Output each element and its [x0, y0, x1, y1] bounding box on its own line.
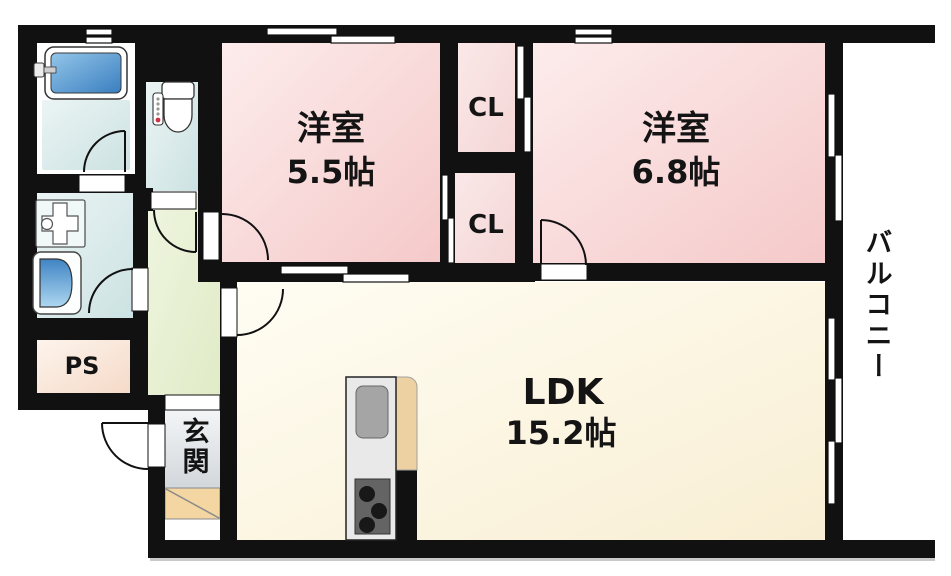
room1-ldk-sliding-door-icon: [342, 273, 410, 283]
room2-small-window-icon: [574, 28, 613, 36]
entrance-step-line: [165, 488, 220, 519]
wall-left: [18, 25, 37, 410]
room2-small-window-icon: [574, 36, 613, 44]
western-room-2-floor: [533, 43, 825, 263]
room2-doorway: [540, 263, 588, 281]
wall-room2-ldk: [533, 263, 825, 281]
ldk-balcony-window-icon: [827, 317, 836, 381]
gas-stove-icon: [354, 478, 391, 535]
closet-upper-sliding-door-icon: [523, 96, 532, 153]
closet-lower-sliding-door-icon: [441, 174, 449, 221]
pipe-space-floor: [37, 340, 130, 393]
closet-upper-sliding-door-icon: [516, 45, 525, 100]
room2-balcony-window-icon: [827, 93, 836, 158]
ldk-doorway: [220, 287, 238, 338]
bathtub-icon: [33, 46, 128, 100]
wall-bottom: [148, 540, 935, 558]
bathroom-doorway: [78, 174, 126, 193]
toilet-icon: [152, 81, 195, 133]
ldk-label: LDK: [523, 372, 605, 413]
door-openings: [78, 174, 588, 468]
closet-lower-floor: [455, 173, 515, 263]
windows: [85, 27, 843, 505]
wall-top: [18, 25, 935, 43]
western-room-1-label: 洋室: [297, 109, 365, 149]
labels: 洋室 5.5帖 洋室 6.8帖 LDK 15.2帖 CL CL PS 玄関 バル…: [65, 93, 892, 477]
entrance-hall-opening: [164, 394, 221, 411]
ldk-floor: [237, 282, 825, 540]
wall-ps-bottom: [18, 393, 148, 410]
entrance-label: 玄関: [178, 416, 209, 477]
wall-above-toilet: [135, 43, 198, 82]
western-room-1-floor: [222, 43, 440, 262]
closet-upper-floor: [458, 43, 515, 155]
western-room-1-size: 5.5帖: [287, 153, 376, 191]
kitchen-sink-icon: [355, 385, 389, 439]
wall-washroom-hall: [133, 193, 148, 340]
room1-window-icon: [266, 27, 338, 36]
washroom-door-icon: [88, 268, 134, 314]
front-door-leaf: [147, 423, 166, 468]
fixtures: [32, 46, 418, 541]
door-swings: [83, 130, 587, 470]
western-room-2-size: 6.8帖: [632, 153, 721, 191]
washroom-doorway: [131, 267, 149, 312]
ldk-balcony-window-icon: [827, 440, 836, 505]
wall-closet-bottom: [440, 263, 535, 282]
closet-lower-label: CL: [468, 210, 504, 240]
toilet-doorway: [150, 191, 197, 210]
room2-door-icon: [540, 219, 587, 266]
ldk-size: 15.2帖: [506, 414, 617, 452]
entrance-floor: [165, 410, 220, 488]
room1-doorway: [202, 211, 220, 261]
kitchen-counter-icon: [345, 376, 418, 541]
bathroom-window-icon: [85, 28, 113, 36]
wall-ps-right: [130, 340, 148, 410]
wall-bath-toilet: [135, 82, 146, 193]
wall-bottom-shadow: [150, 558, 935, 561]
closet-lower-sliding-door-icon: [447, 217, 455, 264]
bathroom-floor: [42, 100, 130, 170]
western-room-2-label: 洋室: [642, 109, 710, 149]
washbasin-icon: [32, 251, 82, 315]
ldk-balcony-window-icon: [834, 377, 843, 444]
closet-upper-label: CL: [468, 93, 504, 123]
wall-toilet-door-jamb: [146, 188, 153, 211]
washing-machine-pan-icon: [35, 199, 86, 248]
room1-ldk-sliding-door-icon: [280, 265, 349, 275]
bathroom-door-icon: [83, 130, 126, 173]
wall-washroom-ps: [18, 318, 148, 340]
wall-closet-mid: [440, 152, 530, 173]
wall-kitchen-stub: [396, 470, 417, 540]
balcony-label: バルコニー: [861, 228, 892, 383]
front-door-icon: [101, 422, 149, 470]
toilet-door-icon: [153, 209, 197, 253]
room1-door-icon: [221, 213, 269, 261]
pipe-space-label: PS: [65, 352, 100, 380]
ldk-door-icon: [236, 288, 284, 336]
room2-balcony-window-icon: [834, 154, 843, 222]
wall-room1-closet-upper: [440, 43, 458, 152]
bathroom-window-icon: [85, 36, 113, 44]
room1-window-icon: [330, 35, 396, 44]
